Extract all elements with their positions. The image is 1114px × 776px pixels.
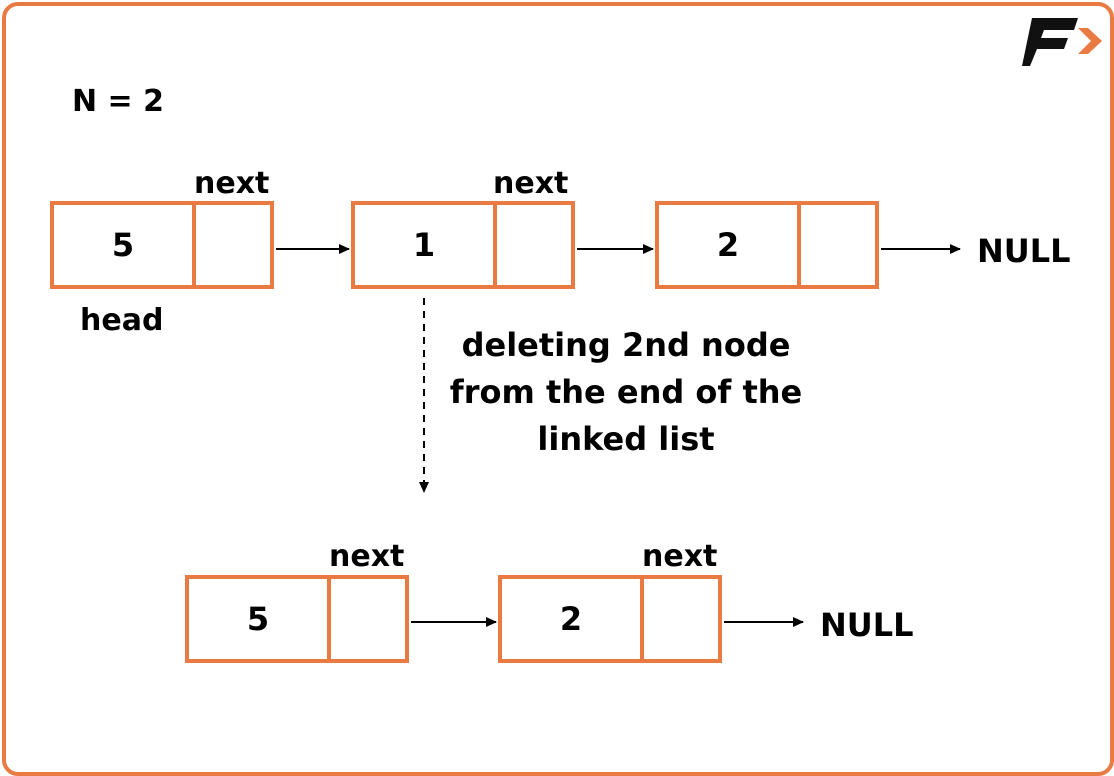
node-value: 5 [189,579,331,659]
next-label: next [194,166,270,201]
next-label: next [493,166,569,201]
node-value: 2 [659,205,801,285]
null-label: NULL [977,232,1071,270]
next-label: next [642,539,718,574]
node-value: 2 [502,579,644,659]
brand-f-logo-icon [1022,18,1102,66]
node-value: 5 [54,205,196,285]
null-label: NULL [820,606,914,644]
list-node: 2 [498,575,722,663]
node-value: 1 [355,205,497,285]
list-node: 1 [351,201,575,289]
caption-text: deleting 2nd node from the end of the li… [449,326,803,458]
list-node: 5 [185,575,409,663]
head-label: head [80,303,164,338]
list-node: 2 [655,201,879,289]
list-node: 5 [50,201,274,289]
n-label: N = 2 [72,84,165,119]
next-label: next [329,539,405,574]
